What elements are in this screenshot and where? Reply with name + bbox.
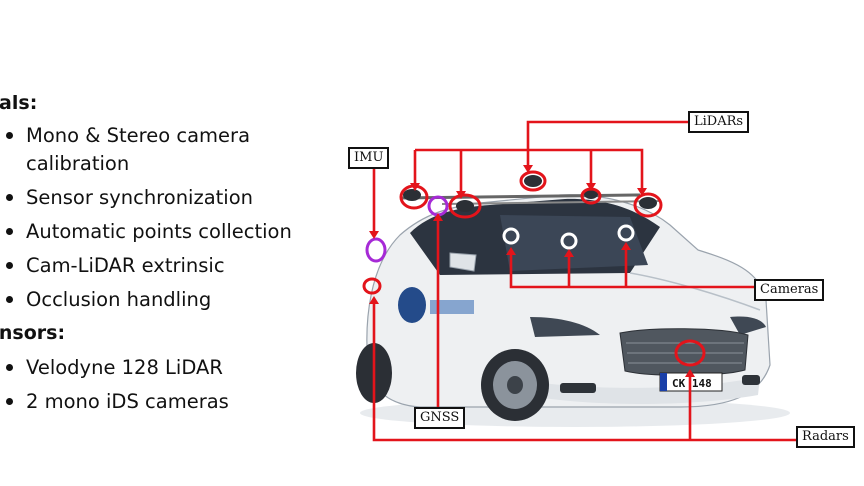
callout-imu: IMU: [348, 147, 390, 169]
goals-heading: oals:: [0, 92, 38, 114]
lidar-highlight-circles: [399, 170, 663, 219]
goal-item-points: Automatic points collection: [0, 218, 326, 246]
sensors-list: Velodyne 128 LiDAR 2 mono iDS cameras: [0, 354, 326, 422]
goal-item-extrinsic: Cam-LiDAR extrinsic: [0, 252, 326, 280]
camera-circles: [502, 224, 635, 250]
callout-radars: Radars: [796, 426, 855, 448]
goal-item-occlusion: Occlusion handling: [0, 286, 326, 314]
callout-gnss: GNSS: [414, 407, 466, 429]
goals-list: Mono & Stereo camera calibration Sensor …: [0, 122, 326, 320]
car-illustration: CK 148: [356, 120, 798, 442]
car-decal: [398, 287, 426, 323]
sensor-car-figure: CK 148: [330, 95, 864, 455]
goal-item-mono-stereo: Mono & Stereo camera calibration: [0, 122, 326, 178]
sensor-item-lidar: Velodyne 128 LiDAR: [0, 354, 326, 382]
camera-annotation-lines: [509, 250, 755, 289]
sensor-item-cameras: 2 mono iDS cameras: [0, 388, 326, 416]
radar-circles: [362, 277, 706, 367]
callout-lidars: LiDARs: [688, 111, 750, 133]
goal-item-sync: Sensor synchronization: [0, 184, 326, 212]
callout-cameras: Cameras: [754, 279, 825, 301]
radar-annotation-lines: [372, 300, 798, 442]
license-plate-text: CK 148: [672, 377, 712, 390]
lidar-annotation-lines: [413, 120, 690, 191]
